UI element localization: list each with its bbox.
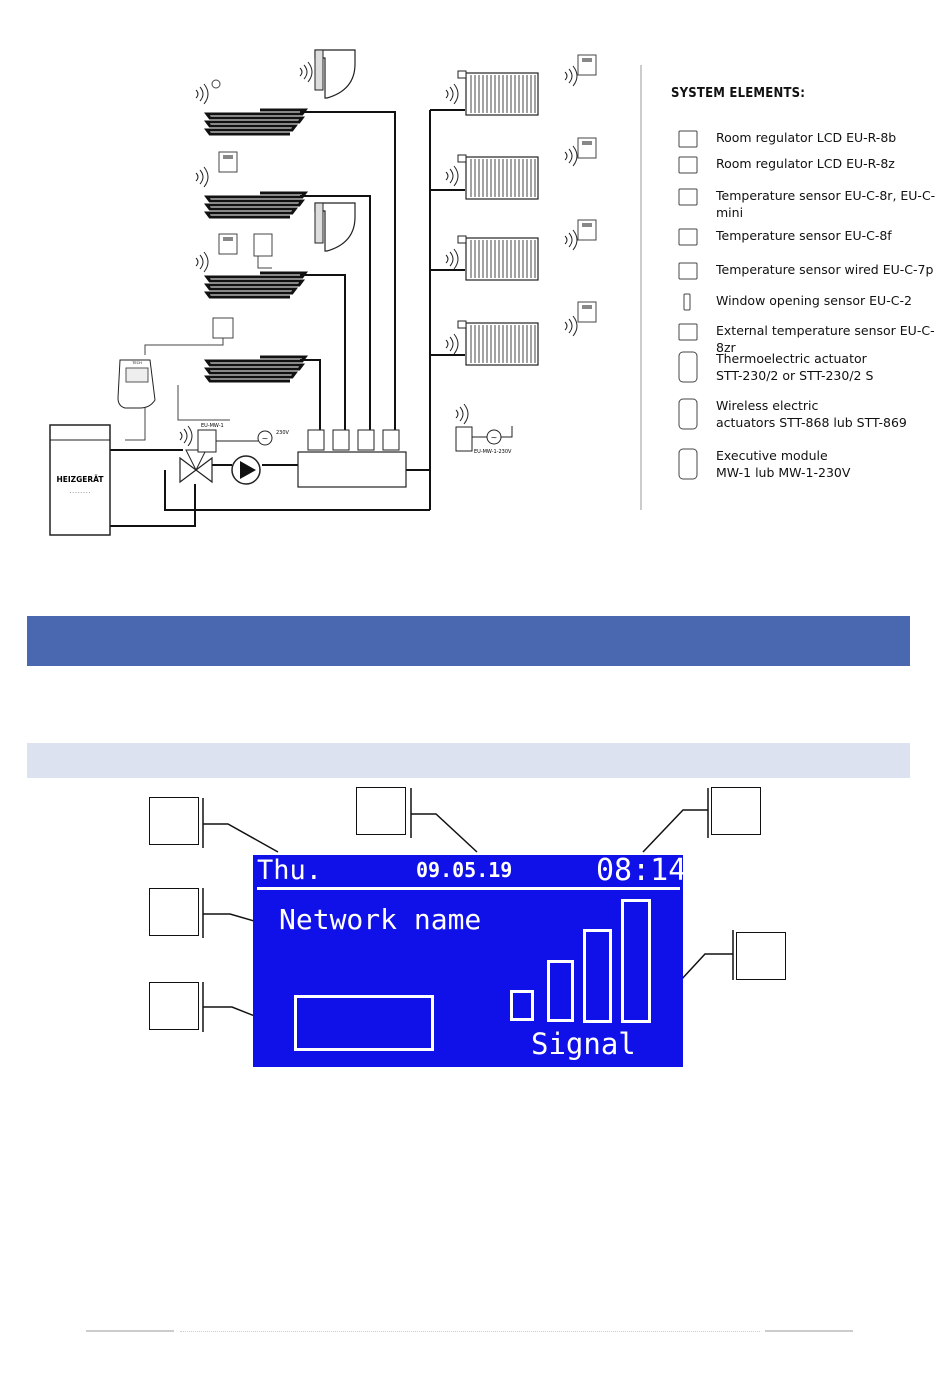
temp-sensor-wired-icon	[678, 262, 698, 280]
section-header-bar	[27, 616, 910, 666]
svg-text:~: ~	[491, 433, 498, 442]
mixing-valve	[179, 449, 213, 484]
date-label: 09.05.19	[416, 858, 513, 882]
circulation-pump	[231, 455, 261, 485]
legend-item-label: Room regulator LCD EU-R-8z	[716, 156, 895, 171]
floor-loop-1	[205, 108, 307, 136]
floor-loop-4	[205, 355, 307, 383]
callout-box-2	[356, 787, 406, 835]
legend-item-label: Window opening sensor EU-C-2	[716, 293, 912, 308]
legend-item-label: Temperature sensor wired EU-C-7p	[716, 262, 934, 277]
thermo-actuator-icon	[678, 351, 698, 383]
heater-label: HEIZGERÄT	[56, 475, 104, 484]
legend-title: SYSTEM ELEMENTS:	[671, 86, 806, 101]
svg-text:- - - - - - - -: - - - - - - - -	[70, 490, 91, 495]
main-controller: TECH	[117, 359, 230, 441]
legend-item-label: Temperature sensor EU-C-8f	[716, 228, 892, 243]
time-label: 08:14	[596, 853, 687, 888]
svg-text:~: ~	[262, 434, 269, 443]
temp-sensor-r-icon	[678, 188, 698, 206]
radiator-4	[457, 320, 539, 366]
room-regulator-z-icon	[678, 156, 698, 174]
controller-lcd-screen: Thu. 09.05.19 08:14 Network name Signal	[253, 853, 687, 1067]
heater: HEIZGERÄT - - - - - - - -	[49, 424, 111, 536]
header-divider	[257, 887, 680, 890]
callout-box-6	[736, 932, 786, 980]
legend-item-label: Thermoelectric actuator STT-230/2 or STT…	[716, 351, 874, 383]
signal-bar-1	[510, 990, 534, 1021]
day-label: Thu.	[257, 855, 323, 886]
window-sensor-icon	[683, 293, 691, 311]
radiator-3	[457, 235, 539, 281]
svg-text:EU-MW-1: EU-MW-1	[201, 423, 224, 429]
svg-text:EU-MW-1-230V: EU-MW-1-230V	[474, 449, 512, 455]
footer-line-left	[86, 1330, 174, 1332]
floor-loop-3	[205, 271, 307, 299]
legend-item-label: External temperature sensor EU-C-8zr	[716, 323, 935, 355]
executive-module-icon	[678, 448, 698, 480]
room-regulator-b-icon	[678, 130, 698, 148]
svg-text:230V: 230V	[276, 430, 290, 436]
signal-label: Signal	[531, 1027, 636, 1061]
external-sensor-icon	[678, 323, 698, 341]
radiator-1	[457, 70, 539, 116]
network-indicator-box	[294, 995, 434, 1051]
signal-bar-2	[547, 960, 574, 1022]
legend-item-label: Executive module MW-1 lub MW-1-230V	[716, 448, 851, 480]
callout-box-1	[149, 797, 199, 845]
window-sensor-1	[314, 49, 356, 99]
window-sensor-2	[314, 202, 356, 252]
system-diagram: HEIZGERÄT - - - - - - - - TECH EU-MW-1 ~…	[49, 49, 698, 536]
radiator-2	[457, 154, 539, 200]
callout-lines	[202, 788, 734, 1032]
wireless-actuator-icon	[678, 398, 698, 430]
temp-sensor-f-icon	[678, 228, 698, 246]
signal-bar-3	[583, 929, 612, 1023]
footer-dots	[180, 1331, 760, 1332]
legend-item-label: Wireless electric actuators STT-868 lub …	[716, 398, 907, 430]
callout-box-5	[149, 982, 199, 1030]
subsection-header-bar	[27, 743, 910, 778]
callout-box-3	[711, 787, 761, 835]
network-name-label: Network name	[279, 903, 482, 936]
footer-line-right	[765, 1330, 853, 1332]
floor-loop-2	[205, 191, 307, 219]
legend-item-label: Temperature sensor EU-C-8r, EU-C-mini	[716, 188, 936, 220]
callout-box-4	[149, 888, 199, 936]
signal-bar-4	[621, 899, 651, 1023]
svg-text:TECH: TECH	[131, 361, 142, 365]
legend-item-label: Room regulator LCD EU-R-8b	[716, 130, 897, 145]
